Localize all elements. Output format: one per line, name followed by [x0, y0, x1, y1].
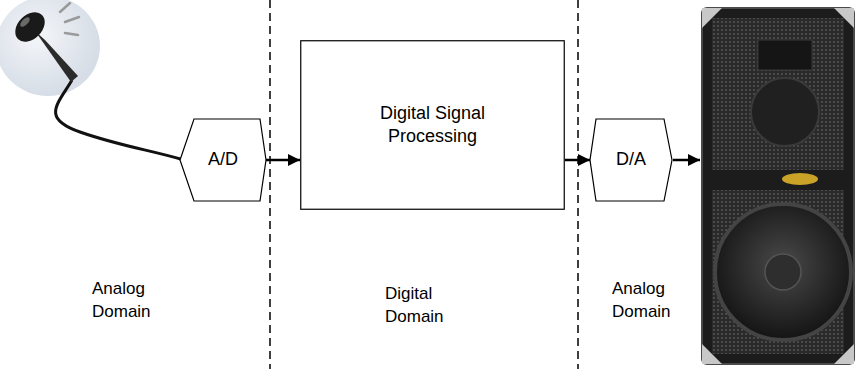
domain-label: Analog Domain: [612, 278, 696, 324]
sound-line: [60, 3, 70, 12]
microphone-icon: [0, 0, 184, 160]
microphone-handle: [35, 31, 78, 82]
loudspeaker-icon: [702, 8, 854, 364]
speaker-dust-cap: [765, 254, 801, 290]
speaker-cabinet: [702, 8, 854, 364]
domain-label: Analog Domain: [92, 278, 176, 324]
speaker-tweeter: [758, 40, 812, 70]
signal-arrow: [266, 159, 300, 162]
node-outline: [300, 40, 565, 210]
signal-arrow: [565, 159, 590, 162]
speaker-corner: [834, 8, 854, 28]
speaker-corner: [834, 344, 854, 364]
microphone-highlight: [19, 16, 32, 29]
converter-block: D/A: [590, 118, 672, 202]
converter-outline: [590, 119, 672, 201]
output-arrow: [673, 159, 700, 162]
domain-divider: [577, 0, 579, 369]
converter-outline: [180, 119, 266, 201]
sound-line: [65, 17, 79, 22]
node-text: D/A: [616, 148, 646, 171]
speaker-woofer: [715, 204, 851, 340]
speaker-logo: [782, 173, 818, 185]
domain-divider: [269, 0, 271, 369]
microphone-cable: [56, 80, 184, 160]
sound-line: [65, 33, 78, 35]
domain-label: Digital Domain: [385, 283, 469, 329]
speaker-grille: [712, 18, 844, 170]
box-outline: [301, 41, 565, 210]
icon-background: [0, 0, 100, 96]
process-box: Digital Signal Processing: [300, 40, 565, 210]
node-text: A/D: [208, 148, 238, 171]
speaker-midrange: [751, 78, 819, 146]
node-text: Digital Signal Processing: [367, 102, 499, 149]
microphone-head: [9, 6, 50, 47]
converter-block: A/D: [180, 118, 266, 202]
speaker-corner: [702, 8, 722, 28]
speaker-corner: [702, 344, 722, 364]
